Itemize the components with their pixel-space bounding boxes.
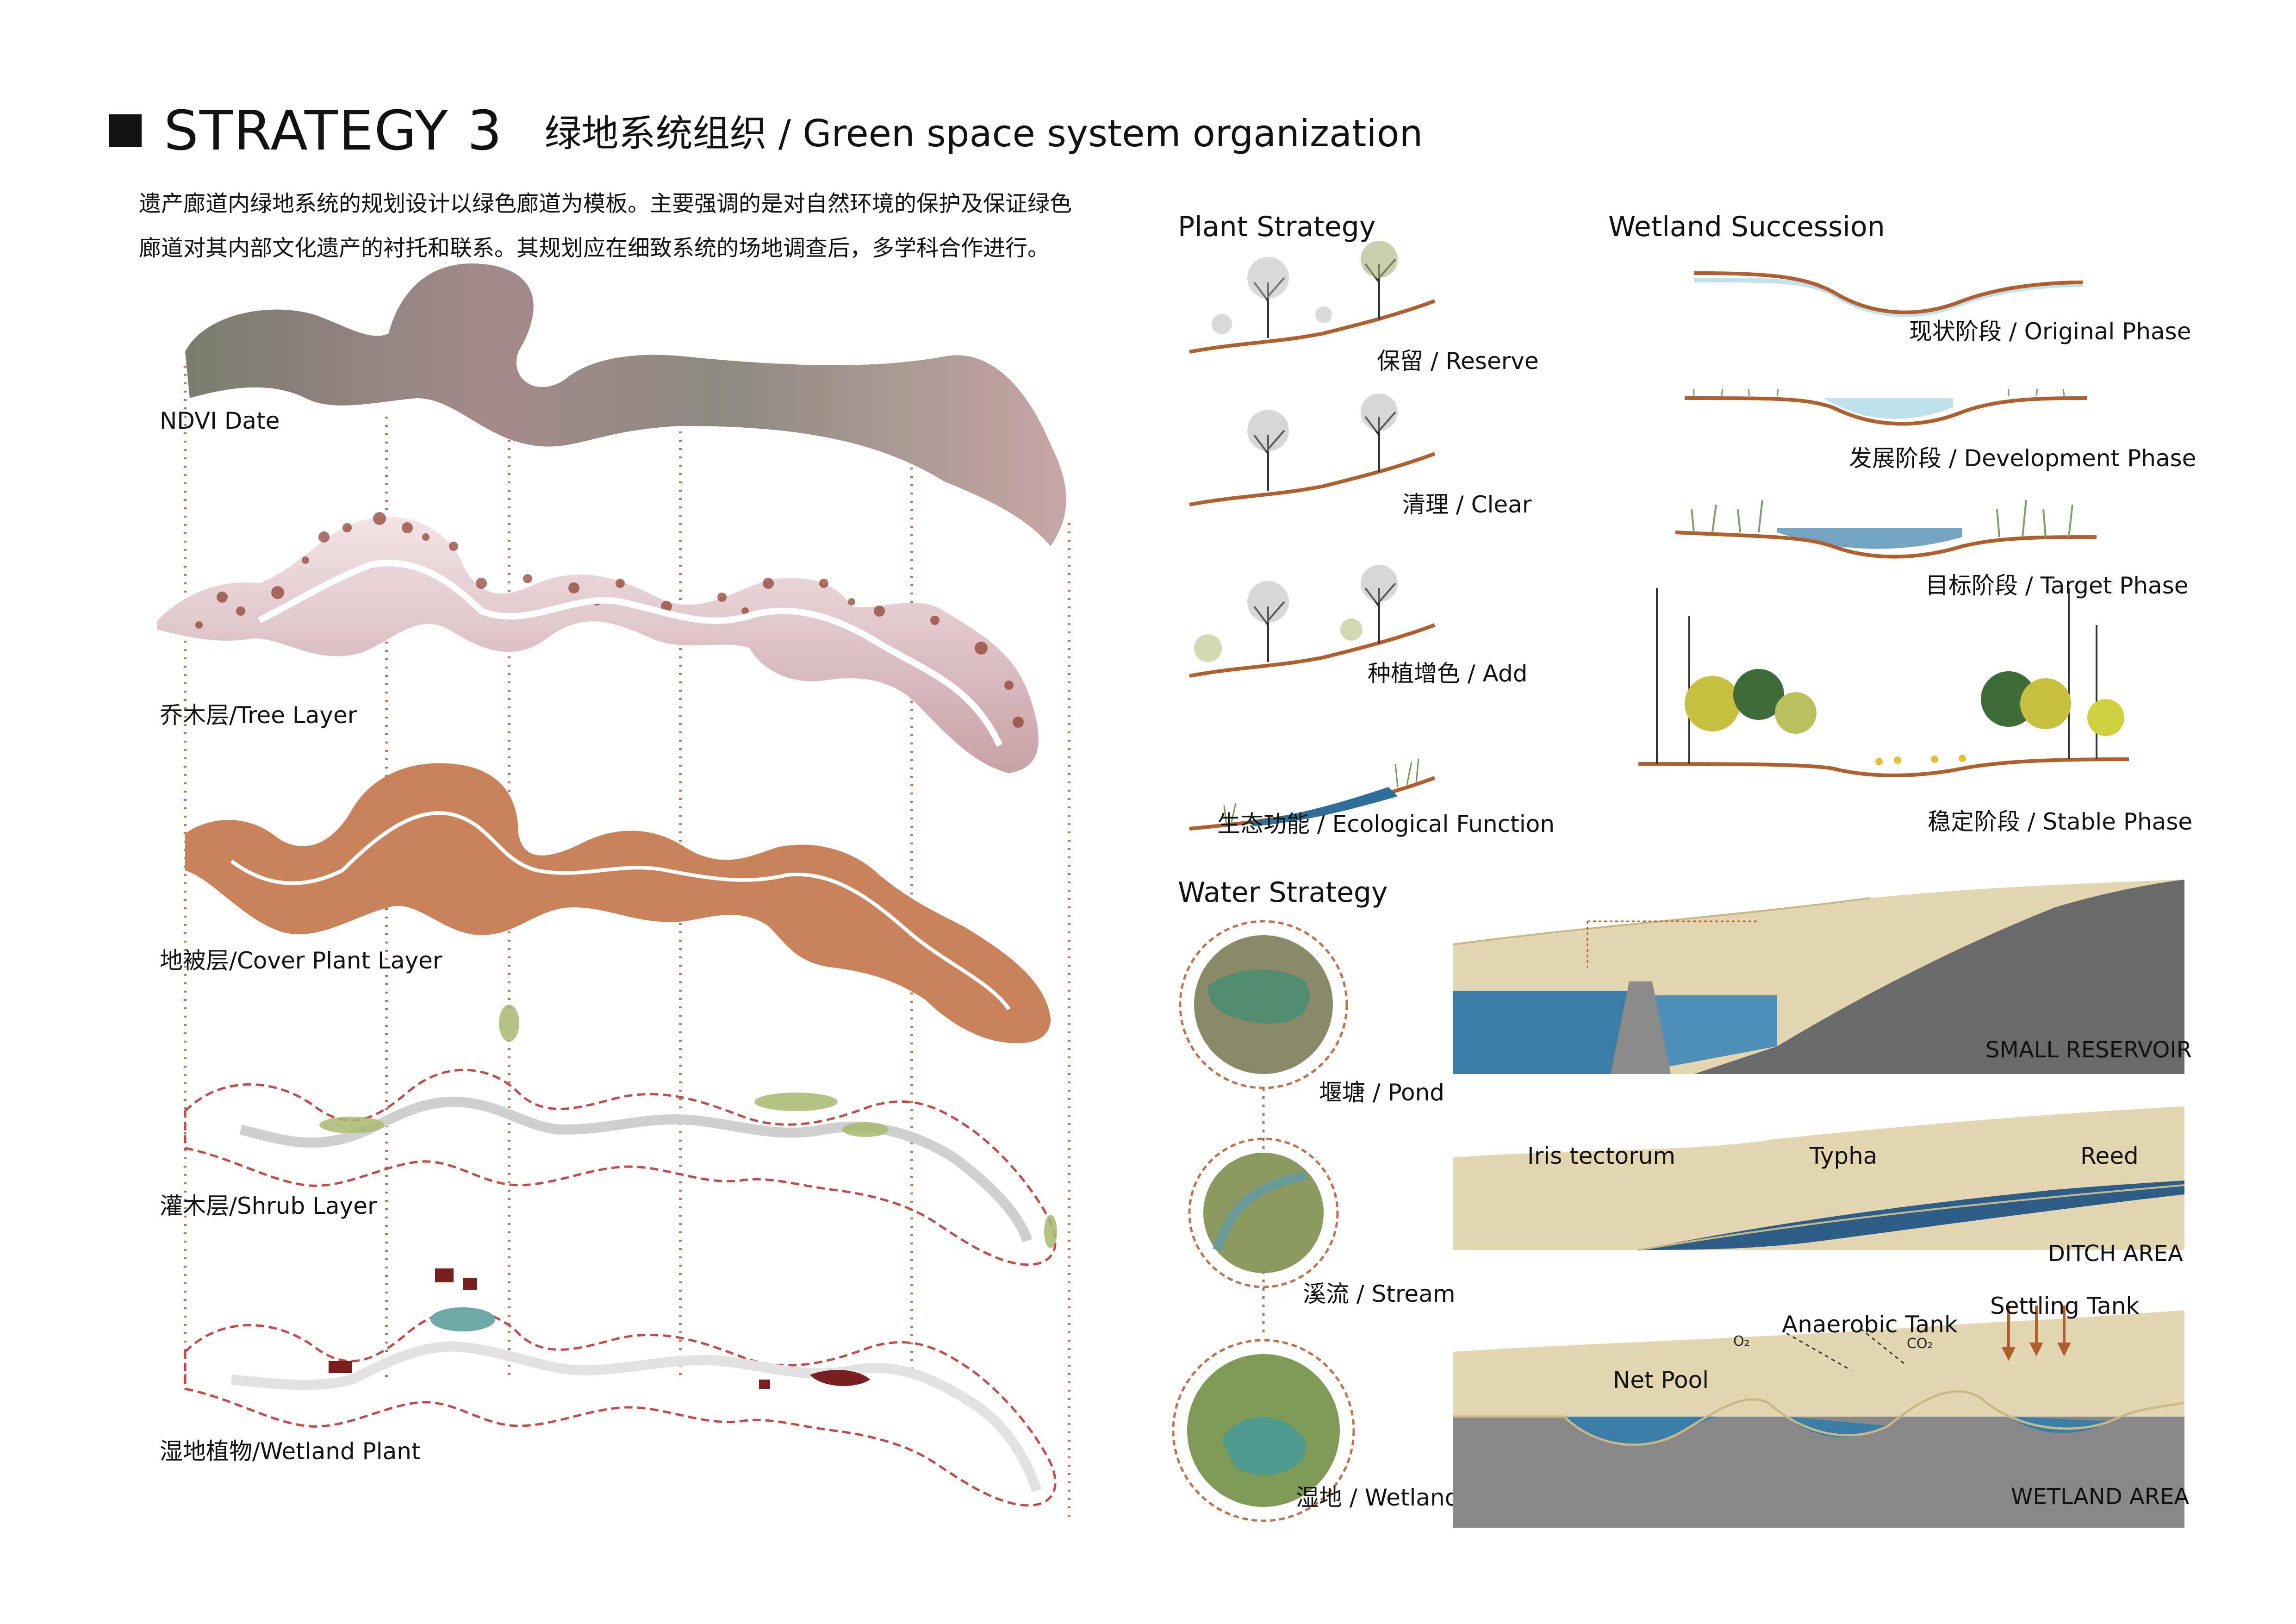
wetland-circle bbox=[1172, 1339, 1355, 1522]
water-label-wetland: 湿地 / Wetland bbox=[1296, 1484, 1460, 1511]
water-label-stream: 溪流 / Stream bbox=[1303, 1280, 1456, 1307]
water-circles bbox=[1172, 920, 1355, 1522]
label-anaerobic-tank: Anaerobic Tank bbox=[1782, 1311, 1958, 1338]
wetland-succession-diagrams bbox=[1638, 271, 2129, 777]
layer-label-tree: 乔木层/Tree Layer bbox=[160, 702, 357, 729]
conifer-icon bbox=[1656, 588, 2097, 764]
wetland-succession-title: Wetland Succession bbox=[1608, 211, 1885, 243]
pond-circle bbox=[1179, 920, 1348, 1089]
settling-arrows bbox=[2007, 1305, 2066, 1352]
plant-strategy-title: Plant Strategy bbox=[1178, 211, 1376, 243]
plant-label-add: 种植增色 / Add bbox=[1368, 660, 1528, 687]
phase-label-stable: 稳定阶段 / Stable Phase bbox=[1928, 808, 2193, 835]
shrub-layer bbox=[184, 1005, 1057, 1266]
phase-development-diagram bbox=[1684, 388, 2088, 426]
label-o2: O₂ bbox=[1733, 1333, 1750, 1349]
plant-label-reserve: 保留 / Reserve bbox=[1377, 348, 1539, 375]
ditch-plant-reed: Reed bbox=[2080, 1143, 2139, 1169]
shrub-patches bbox=[319, 1005, 1057, 1248]
plant-label-eco: 生态功能 / Ecological Function bbox=[1217, 811, 1555, 837]
cover-plant-layer bbox=[185, 763, 1051, 1043]
phase-stable-diagram bbox=[1638, 588, 2129, 777]
label-co2: CO₂ bbox=[1907, 1336, 1933, 1352]
plant-strategy-diagrams bbox=[1189, 241, 1436, 831]
grass-icon bbox=[1223, 759, 1419, 824]
water-label-pond: 堰塘 / Pond bbox=[1319, 1079, 1445, 1106]
caption-small-reservoir: SMALL RESERVOIR bbox=[1985, 1037, 2192, 1063]
ditch-plant-typha: Typha bbox=[1810, 1143, 1878, 1169]
layer-label-shrub: 灌木层/Shrub Layer bbox=[160, 1193, 377, 1219]
tree-path-line bbox=[257, 560, 1003, 747]
guide-lines bbox=[184, 366, 1070, 1518]
wetland-path bbox=[230, 1341, 1042, 1493]
wetland-plant-layer bbox=[184, 1268, 1057, 1507]
shrub-boundary bbox=[184, 1068, 1057, 1266]
intro-line-1: 遗产廊道内绿地系统的规划设计以绿色廊道为模板。主要强调的是对自然环境的保护及保证… bbox=[139, 191, 1072, 217]
phase-original-diagram bbox=[1693, 271, 2083, 317]
flower-dots bbox=[1875, 755, 1966, 765]
caption-wetland-area: WETLAND AREA bbox=[2011, 1484, 2190, 1510]
layer-label-wetland: 湿地植物/Wetland Plant bbox=[160, 1438, 421, 1465]
layer-label-cover: 地被层/Cover Plant Layer bbox=[160, 947, 442, 974]
tree-layer bbox=[157, 512, 1039, 773]
phase-target-diagram bbox=[1675, 500, 2097, 559]
strategy-title: STRATEGY 3 bbox=[164, 99, 503, 162]
phase-label-original: 现状阶段 / Original Phase bbox=[1909, 318, 2191, 345]
layer-label-ndvi: NDVI Date bbox=[160, 407, 280, 434]
tree-layer-shape bbox=[157, 517, 1039, 773]
ditch-section bbox=[1453, 1106, 2184, 1251]
intro-paragraph: 遗产廊道内绿地系统的规划设计以绿色廊道为模板。主要强调的是对自然环境的保护及保证… bbox=[139, 181, 1157, 270]
wetland-section bbox=[1453, 1305, 2184, 1528]
label-net-pool: Net Pool bbox=[1613, 1367, 1709, 1393]
arrow-heads bbox=[2002, 1343, 2071, 1361]
ndvi-layer-shape bbox=[185, 263, 1066, 546]
phase-label-target: 目标阶段 / Target Phase bbox=[1925, 572, 2189, 599]
water-sections bbox=[1453, 880, 2184, 1528]
wetland-plant-patches bbox=[329, 1268, 870, 1389]
strategy-subtitle: 绿地系统组织 / Green space system organization bbox=[544, 112, 1423, 155]
ditch-plant-iris: Iris tectorum bbox=[1527, 1143, 1676, 1169]
intro-line-2: 廊道对其内部文化遗产的衬托和联系。其规划应在细致系统的场地调查后，多学科合作进行… bbox=[139, 235, 1050, 261]
grass-icon bbox=[1693, 388, 2065, 396]
cover-plant-shape bbox=[185, 763, 1051, 1043]
plant-add-diagram bbox=[1189, 565, 1436, 678]
label-settling-tank: Settling Tank bbox=[1990, 1293, 2140, 1319]
stream-circle bbox=[1188, 1137, 1339, 1288]
phase-label-development: 发展阶段 / Development Phase bbox=[1849, 445, 2196, 472]
grass-icon bbox=[1691, 500, 2073, 537]
layer-stack-diagram bbox=[157, 263, 1070, 1518]
cover-path-line bbox=[230, 811, 1011, 1011]
tree-canopy-dots bbox=[195, 512, 1024, 728]
title-square-icon bbox=[109, 114, 142, 147]
reservoir-section bbox=[1453, 880, 2184, 1074]
tree-canopies bbox=[1685, 669, 2124, 736]
plant-reserve-diagram bbox=[1189, 241, 1436, 354]
plant-clear-diagram bbox=[1189, 394, 1436, 506]
tree-icon bbox=[1253, 582, 1396, 662]
plant-eco-diagram bbox=[1189, 759, 1436, 831]
tree-icon bbox=[1253, 411, 1396, 491]
plant-label-clear: 清理 / Clear bbox=[1402, 491, 1532, 518]
wetland-boundary bbox=[184, 1309, 1057, 1507]
water-strategy-title: Water Strategy bbox=[1178, 876, 1388, 909]
page-header: STRATEGY 3 绿地系统组织 / Green space system o… bbox=[109, 98, 1423, 163]
caption-ditch-area: DITCH AREA bbox=[2048, 1241, 2183, 1267]
wetland-water bbox=[430, 1307, 495, 1331]
